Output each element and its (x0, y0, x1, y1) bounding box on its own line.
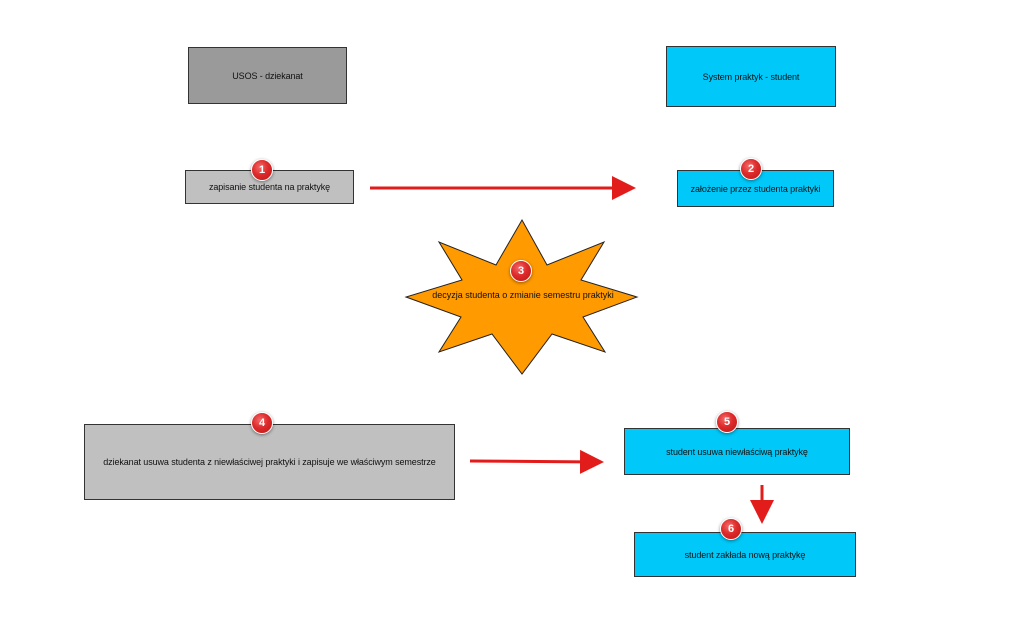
step-6-number: 6 (727, 523, 735, 535)
step-5-number: 5 (723, 416, 731, 428)
step-3-badge: 3 (510, 260, 532, 282)
decision-star-shape (404, 218, 639, 375)
step-2-label: założenie przez studenta praktyki (690, 183, 821, 194)
step-1-label: zapisanie studenta na praktykę (208, 182, 331, 192)
step-5-badge: 5 (716, 411, 738, 433)
step-4-box: dziekanat usuwa studenta z niewłaściwej … (84, 424, 455, 500)
step-6-box: student zakłada nową praktykę (634, 532, 856, 577)
step-1-number: 1 (258, 164, 266, 176)
step-2-number: 2 (747, 163, 755, 175)
system-header-label: System praktyk - student (702, 71, 800, 82)
step-5-label: student usuwa niewłaściwą praktykę (666, 446, 808, 457)
usos-header-label: USOS - dziekanat (232, 70, 303, 81)
step-4-badge: 4 (251, 412, 273, 434)
system-header-box: System praktyk - student (666, 46, 836, 107)
step-1-badge: 1 (251, 159, 273, 181)
step-3-number: 3 (517, 265, 525, 277)
step-3-label: decyzja studenta o zmianie semestru prak… (432, 290, 614, 300)
step-4-label: dziekanat usuwa studenta z niewłaściwej … (103, 457, 436, 467)
step-6-badge: 6 (720, 518, 742, 540)
step-4-number: 4 (258, 417, 266, 429)
step-2-badge: 2 (740, 158, 762, 180)
step-6-label: student zakłada nową praktykę (684, 549, 806, 560)
step-5-box: student usuwa niewłaściwą praktykę (624, 428, 850, 475)
arrow-step4-to-step5 (469, 449, 604, 474)
usos-header-box: USOS - dziekanat (188, 47, 347, 104)
